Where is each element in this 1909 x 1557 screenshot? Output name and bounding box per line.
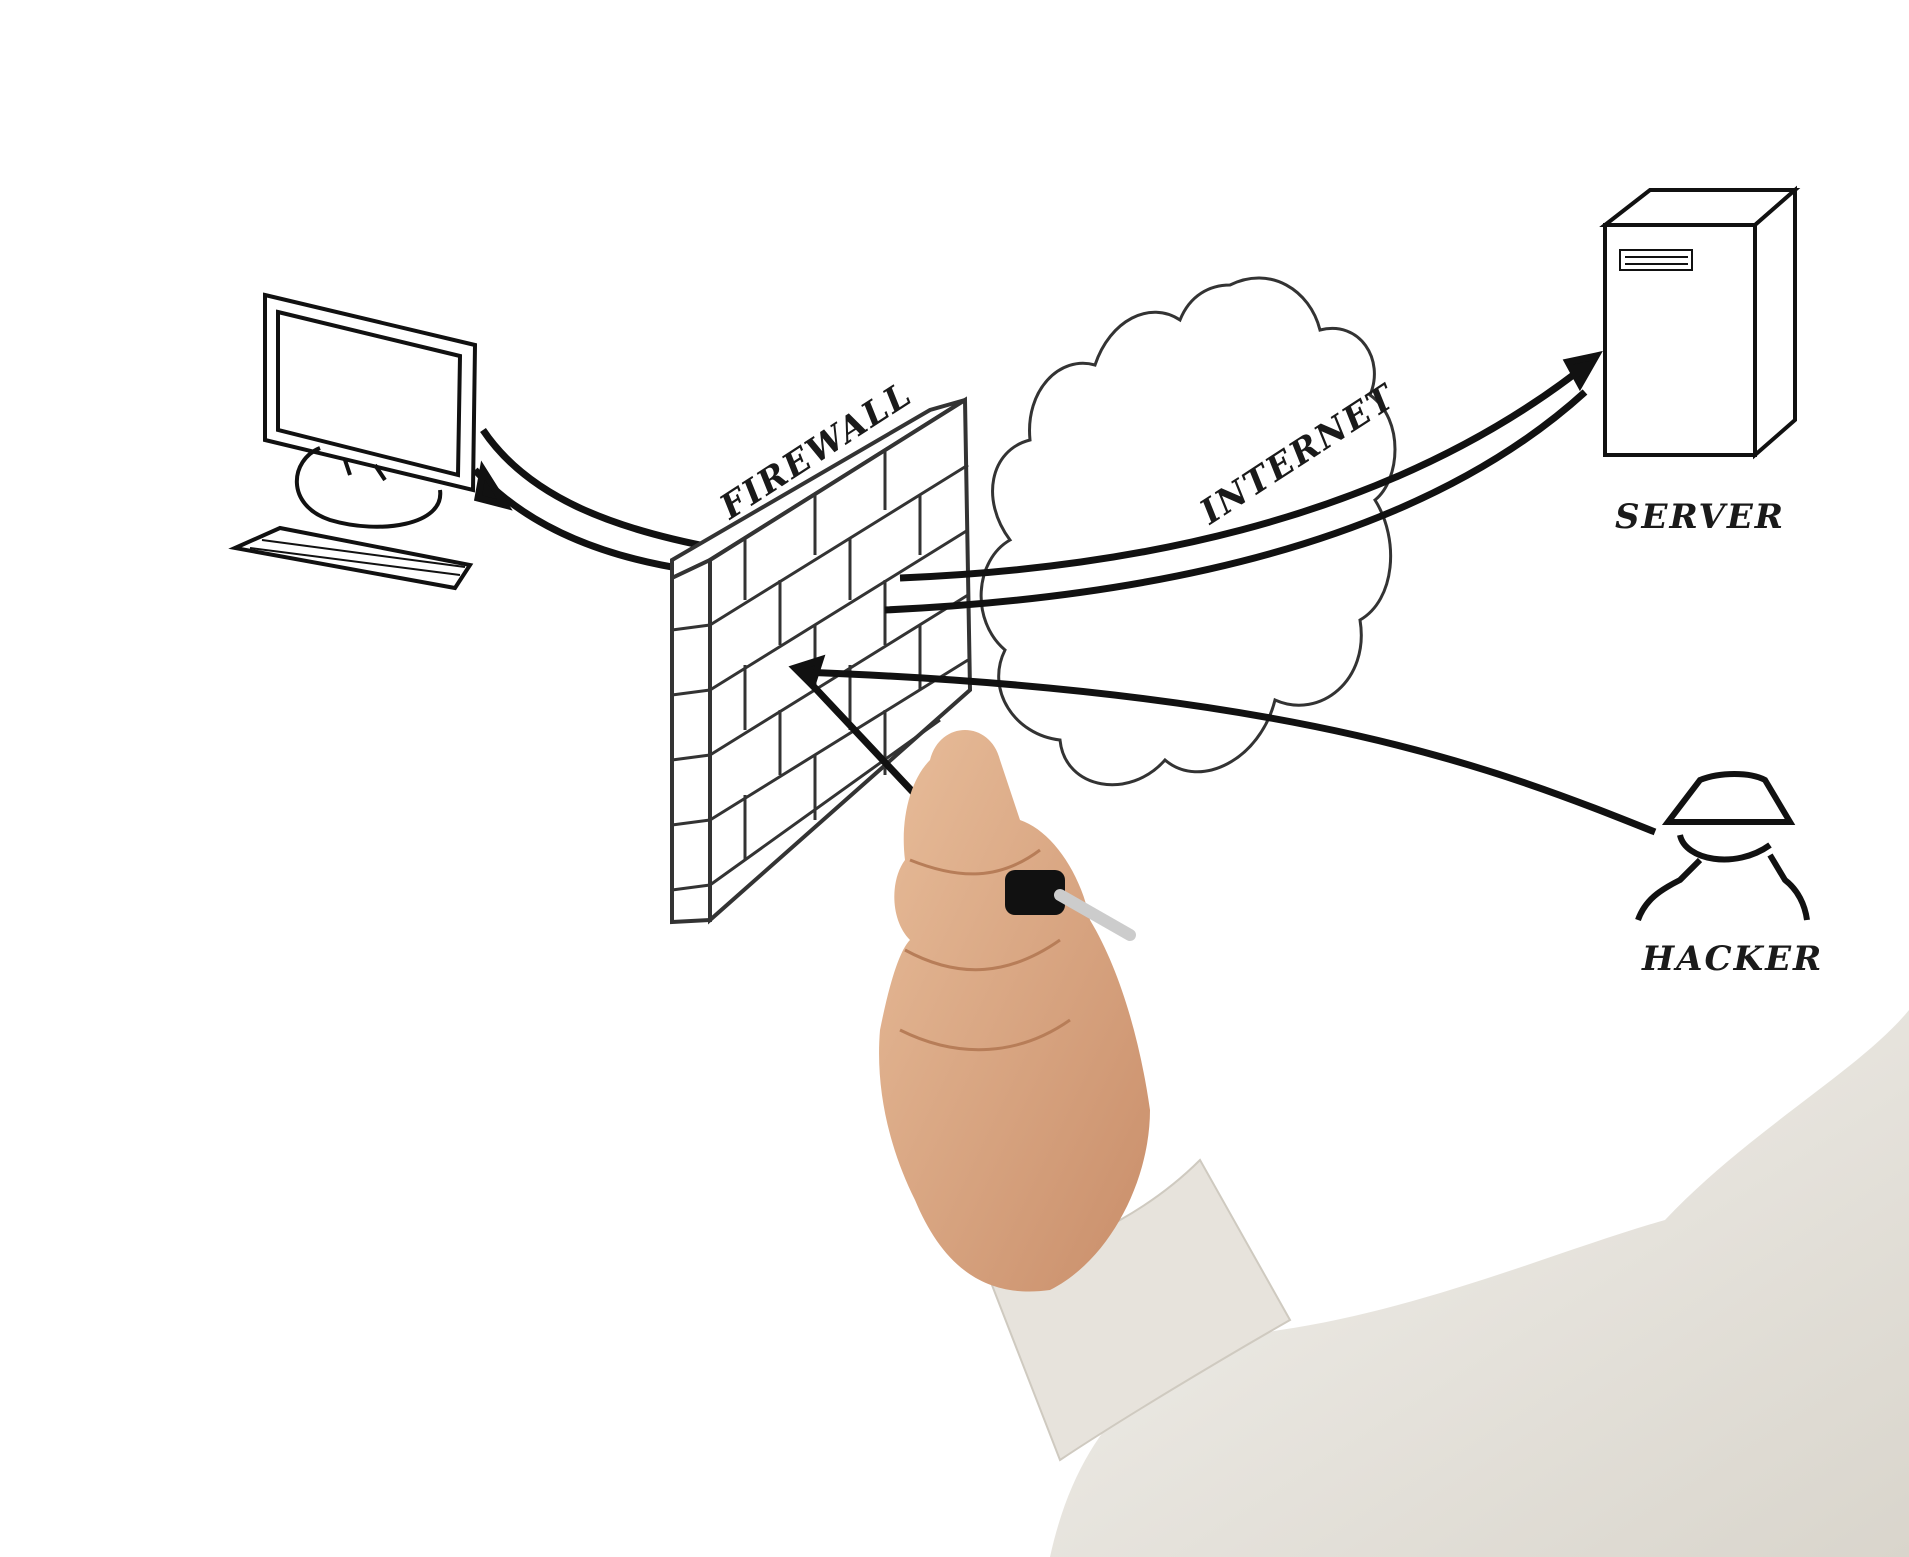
- desktop-computer-icon: [228, 292, 478, 591]
- hacker-label: HACKER: [1641, 939, 1823, 979]
- arrow-to-server: [884, 350, 1603, 614]
- arrow-to-computer: [472, 428, 716, 574]
- server-label: SERVER: [1615, 497, 1785, 537]
- hand-illustration: [879, 730, 1909, 1557]
- internet-label: INTERNET: [1192, 376, 1404, 533]
- internet-cloud-icon: [979, 276, 1397, 787]
- brick-wall-icon: [670, 396, 973, 925]
- marker-pen: [1005, 870, 1065, 915]
- server-tower-icon: [1599, 185, 1801, 460]
- hacker-hat-icon: [1635, 771, 1810, 922]
